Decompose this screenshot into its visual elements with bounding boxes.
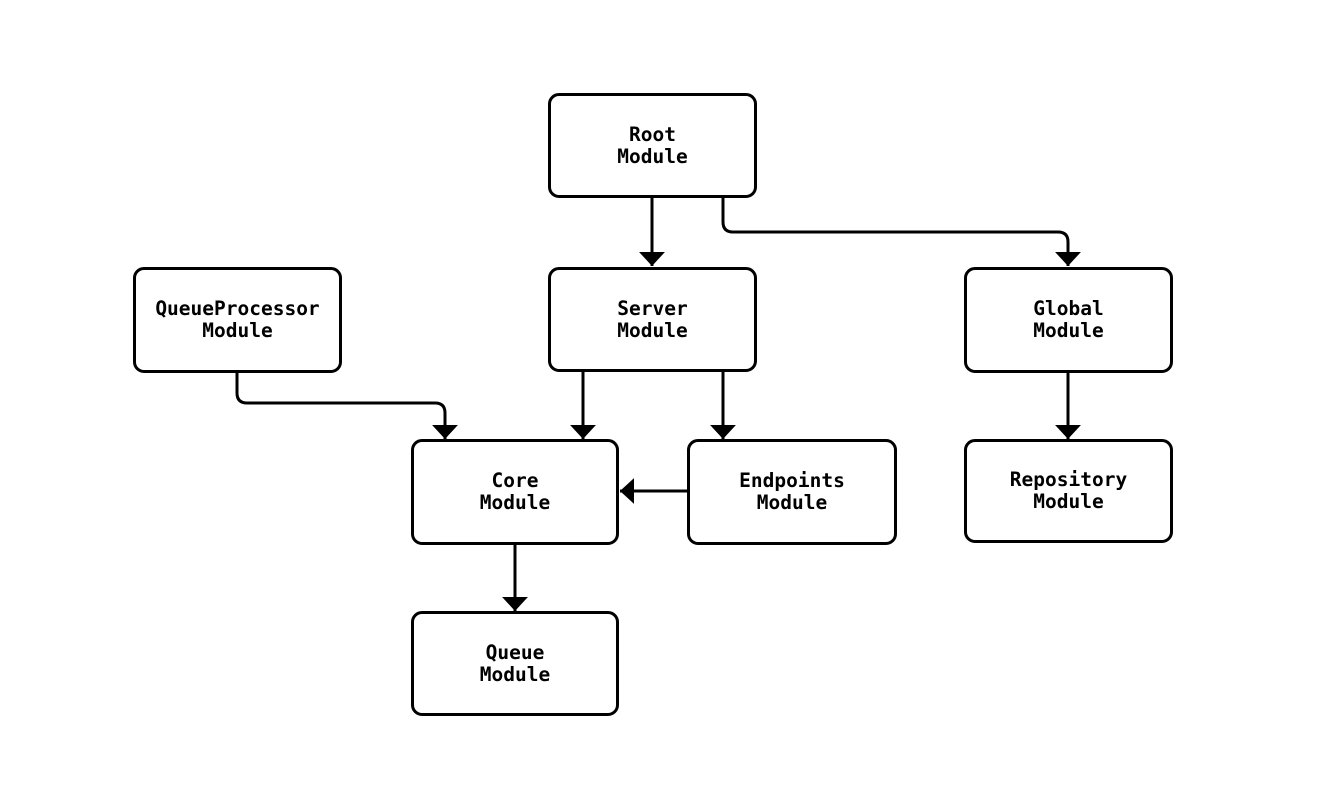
node-endpoints-module-label-line2: Module xyxy=(756,491,828,514)
node-queueprocessor-module-label-line2: Module xyxy=(202,319,273,342)
node-core-module-label-line2: Module xyxy=(479,491,551,514)
node-global-module-label-line1: Global xyxy=(1033,297,1104,320)
node-root-module[interactable]: Root Module xyxy=(548,93,757,198)
node-root-module-label-line2: Module xyxy=(617,144,688,168)
node-repository-module-label-line2: Module xyxy=(1033,490,1104,513)
node-queueprocessor-module-label-line1: QueueProcessor xyxy=(155,297,320,320)
node-repository-module[interactable]: Repository Module xyxy=(964,439,1173,543)
node-repository-module-label-line1: Repository xyxy=(1009,468,1128,491)
node-endpoints-module[interactable]: Endpoints Module xyxy=(687,439,897,545)
node-queueprocessor-module[interactable]: QueueProcessor Module xyxy=(133,267,342,373)
node-server-module-label-line1: Server xyxy=(617,296,688,320)
node-server-module-label-line2: Module xyxy=(617,318,688,342)
node-server-module[interactable]: Server Module xyxy=(548,267,757,372)
node-queue-module[interactable]: Queue Module xyxy=(411,611,619,716)
node-core-module[interactable]: Core Module xyxy=(411,439,619,545)
node-root-module-label-line1: Root xyxy=(629,122,676,146)
node-queue-module-label-line2: Module xyxy=(479,662,551,686)
node-core-module-label-line1: Core xyxy=(491,469,539,492)
node-endpoints-module-label-line1: Endpoints xyxy=(739,469,845,492)
node-global-module[interactable]: Global Module xyxy=(964,267,1173,373)
edge-queueprocessor-to-core xyxy=(235,372,458,439)
node-global-module-label-line2: Module xyxy=(1033,319,1104,342)
edge-root-to-global xyxy=(721,197,1081,266)
node-queue-module-label-line1: Queue xyxy=(485,640,545,664)
